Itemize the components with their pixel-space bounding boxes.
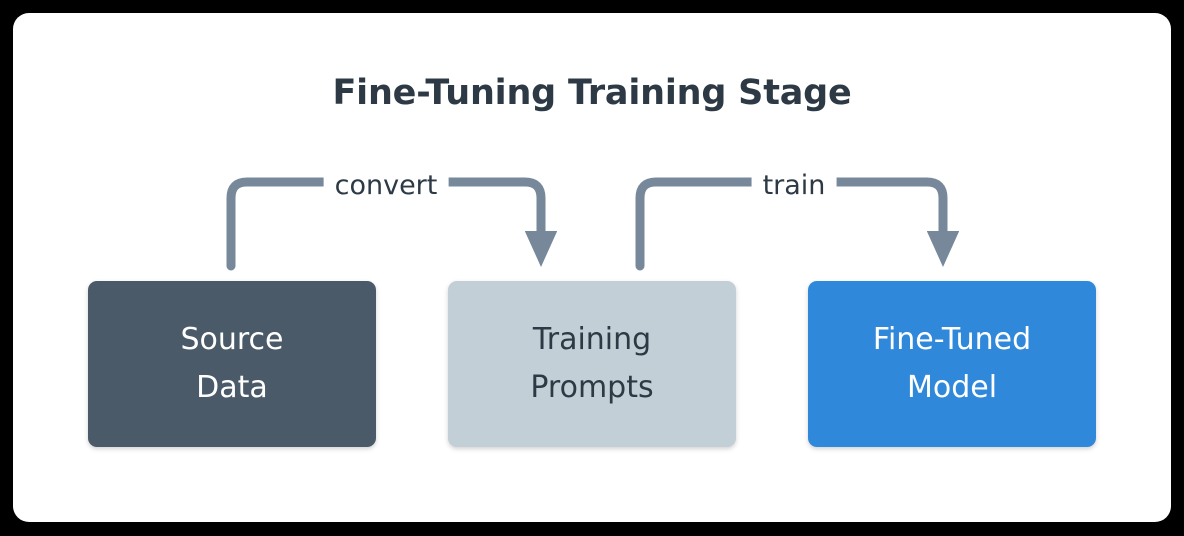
node-fine-tuned-model[interactable]: Fine-Tuned Model	[808, 281, 1096, 447]
node-source-data[interactable]: Source Data	[88, 281, 376, 447]
page-title: Fine-Tuning Training Stage	[332, 73, 852, 113]
edge-label-convert: convert	[323, 170, 449, 202]
node-fine-tuned-model-line2: Model	[906, 370, 998, 405]
edge-label-train: train	[751, 170, 837, 202]
node-source-data-line2: Data	[196, 370, 268, 405]
node-source-data-line1: Source	[180, 322, 284, 357]
node-training-prompts[interactable]: Training Prompts	[448, 281, 736, 447]
node-training-prompts-line1: Training	[532, 322, 652, 357]
node-training-prompts-line2: Prompts	[530, 370, 654, 405]
node-fine-tuned-model-line1: Fine-Tuned	[872, 322, 1032, 357]
